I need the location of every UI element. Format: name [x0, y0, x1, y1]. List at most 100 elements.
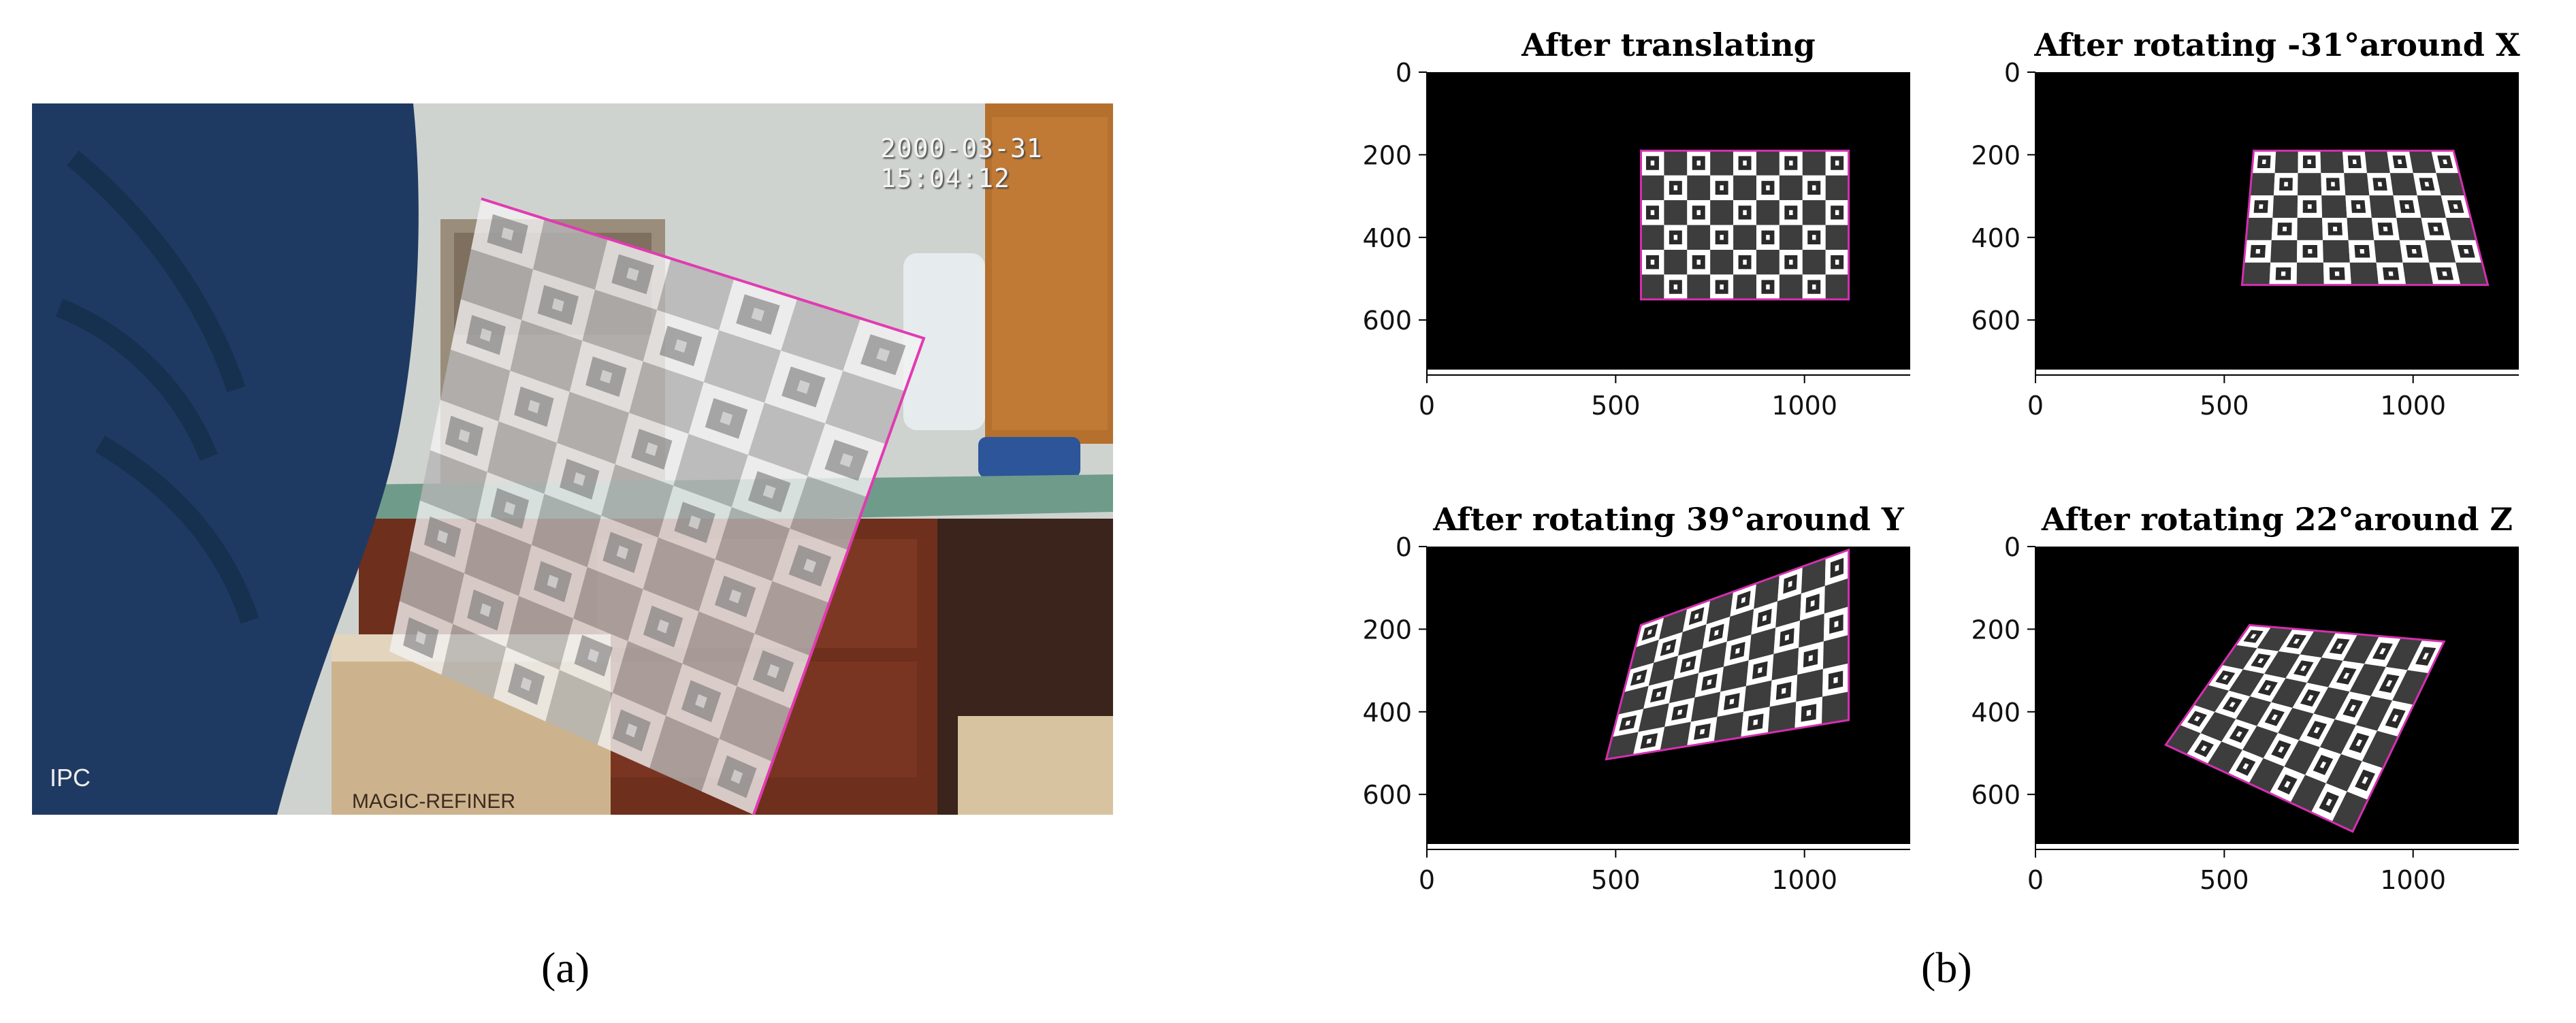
plot1-square: [1710, 249, 1734, 275]
plot4-marker-bit: [2194, 716, 2201, 721]
plot1-marker-bit: [1789, 160, 1793, 166]
photo-marker-bit: [728, 589, 742, 604]
plot4-marker-bit: [2300, 665, 2307, 671]
plot4-square: [2207, 741, 2243, 774]
x-tick-label: 500: [2200, 391, 2249, 421]
plot1-marker-bit: [1812, 235, 1816, 240]
plot2-square: [2409, 150, 2436, 174]
plot4-square: [2236, 696, 2272, 726]
plot2-square: [2374, 240, 2403, 263]
photo-square: [420, 450, 487, 523]
plot2-square: [2344, 173, 2370, 196]
photo-square: [487, 421, 558, 494]
plot3-square: [1822, 692, 1849, 725]
plot3-marker-bit: [1666, 645, 1671, 651]
plot1-marker-bit: [1835, 210, 1839, 216]
photo-square: [649, 715, 720, 792]
plot1-square: [1779, 175, 1803, 201]
plot3-square: [1726, 608, 1754, 642]
photo-square: [601, 464, 674, 538]
plot3-marker-bit: [1714, 630, 1719, 636]
plot3-marker-bit: [1834, 621, 1839, 628]
plot3-square: [1629, 639, 1659, 670]
y-tick-label: 0: [2004, 532, 2020, 562]
plot2-marker-bit: [2404, 204, 2410, 209]
plot4-marker-bit: [2284, 781, 2291, 788]
photo-square: [506, 596, 574, 670]
photo-marker-bit: [573, 472, 585, 487]
box-text: MAGIC-REFINER: [352, 790, 515, 813]
y-tick-label: 600: [1971, 306, 2020, 336]
plot1-marker-bit: [1696, 160, 1701, 166]
plot2-square: [2396, 217, 2426, 240]
plot1-marker-bit: [1789, 259, 1793, 265]
plot4-marker-bit: [2278, 746, 2285, 753]
plot2-marker-bit: [2442, 271, 2447, 276]
photo-marker-bit: [695, 694, 707, 709]
plot3-square: [1669, 672, 1699, 704]
plot2-marker-bit: [2388, 271, 2394, 276]
plot2-marker-bit: [2356, 204, 2361, 209]
projected-board: [389, 199, 924, 815]
plot2-marker-bit: [2307, 204, 2312, 209]
plot4-square: [2200, 712, 2236, 742]
plot1-square: [1756, 200, 1780, 225]
y-tick-label: 400: [1362, 698, 1412, 728]
plot2-marker-bit: [2332, 227, 2338, 231]
timestamp-overlay: 2000-03-31 15:04:12: [880, 133, 1043, 193]
photo-square: [657, 258, 735, 331]
plot2-marker-bit: [2284, 182, 2288, 186]
y-tick-label: 200: [1971, 615, 2020, 645]
plot3-marker-bit: [1694, 613, 1699, 619]
photo-square: [582, 289, 658, 361]
plot4-marker-bit: [2355, 739, 2363, 747]
photo-square: [754, 581, 830, 656]
plot2-marker-bit: [2424, 182, 2430, 186]
plot3-square: [1606, 732, 1639, 760]
photo-marker-bit: [839, 453, 854, 468]
plot2-square: [2270, 240, 2298, 263]
y-tick-label: 400: [1971, 698, 2020, 728]
plot2-square: [2347, 217, 2374, 240]
plot4-marker-bit: [2250, 634, 2257, 639]
photo-marker-bit: [504, 501, 516, 515]
plot2-square: [2456, 262, 2488, 285]
plot2-square: [2369, 195, 2397, 218]
plot4-marker-bit: [2201, 745, 2208, 751]
plot2-marker-bit: [2281, 271, 2286, 276]
plot1-marker-bit: [1696, 210, 1701, 216]
plot2-square: [2274, 150, 2298, 174]
plot3-square: [1720, 660, 1749, 692]
plot3-square: [1748, 628, 1776, 661]
photo-square: [643, 537, 715, 612]
plot3-square: [1801, 558, 1826, 594]
subplot-title: After rotating 22°around Z: [2041, 501, 2513, 538]
plot2-marker-bit: [2463, 248, 2469, 254]
plot1-marker-bit: [1650, 210, 1655, 216]
plot1-marker-bit: [1743, 210, 1747, 216]
plot1-marker-bit: [1812, 284, 1816, 290]
x-tick-label: 0: [1419, 391, 1435, 421]
photo-square: [461, 248, 534, 321]
photo-marker-bit: [547, 574, 559, 589]
plot2-marker-bit: [2383, 227, 2388, 231]
y-tick-label: 200: [1362, 140, 1412, 170]
plot1-square: [1825, 175, 1849, 201]
photo-square: [719, 686, 792, 762]
photo-marker-bit: [587, 648, 600, 663]
photo-marker-bit: [688, 515, 701, 530]
plot2-marker-bit: [2443, 159, 2448, 165]
photo-square: [573, 567, 643, 641]
plot4-marker-bit: [2222, 675, 2229, 681]
plot4-marker-bit: [2379, 648, 2386, 655]
plot4-marker-bit: [2264, 685, 2271, 691]
x-tick-label: 0: [2027, 391, 2044, 421]
x-tick-label: 1000: [2380, 865, 2446, 895]
y-tick-label: 600: [1362, 780, 1412, 810]
y-tick-label: 0: [1396, 58, 1412, 88]
plot4-square: [2193, 685, 2229, 713]
plot2-marker-bit: [2411, 248, 2417, 254]
plot2-marker-bit: [2308, 248, 2313, 254]
plot3-square: [1713, 711, 1744, 742]
